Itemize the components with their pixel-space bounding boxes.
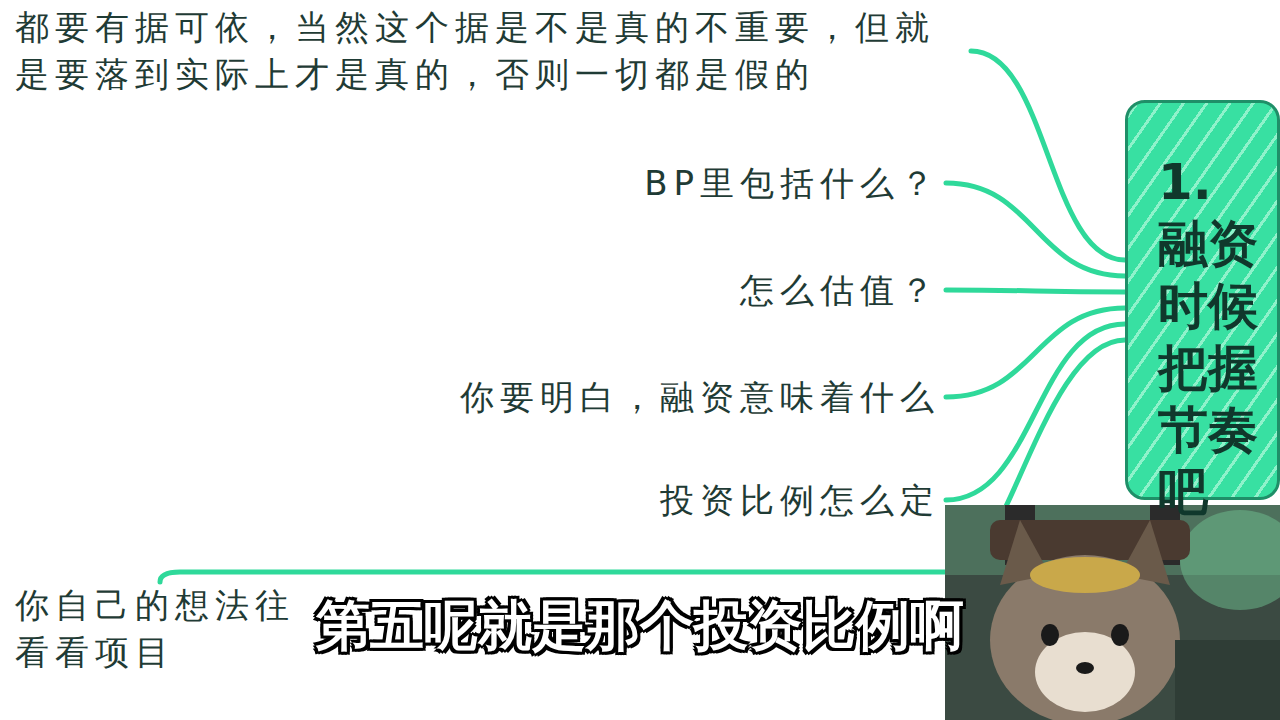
branch-note: 都要有据可依，当然这个据是不是真的不重要，但就 是要落到实际上才是真的，否则一切… [15, 4, 965, 98]
node-text: 你要明白，融资意味着什么 [460, 374, 940, 421]
branch-line [946, 183, 1125, 276]
subtitle: 第五呢就是那个投资比例啊 [316, 590, 964, 663]
node-text: 你自己的想法往 看看项目 [15, 582, 305, 676]
node-text: 怎么估值？ [740, 267, 940, 314]
branch-topic: BP里包括什么？ [644, 160, 940, 207]
branch-topic: 怎么估值？ [740, 267, 940, 314]
branch-line [971, 51, 1125, 260]
root-topic-box: 1.融资时候把握节奏吧 [1125, 100, 1280, 500]
branch-line [946, 290, 1125, 292]
node-text: 投资比例怎么定 [660, 477, 940, 524]
branch-line [946, 308, 1125, 397]
node-text: 都要有据可依，当然这个据是不是真的不重要，但就 是要落到实际上才是真的，否则一切… [15, 4, 965, 98]
branch-topic: 投资比例怎么定 [660, 477, 940, 524]
branch-topic: 你要明白，融资意味着什么 [460, 374, 940, 421]
node-text: 1.融资时候把握节奏吧 [1158, 151, 1258, 523]
branch-note: 你自己的想法往 看看项目 [15, 582, 305, 676]
node-text: BP里包括什么？ [644, 160, 940, 207]
